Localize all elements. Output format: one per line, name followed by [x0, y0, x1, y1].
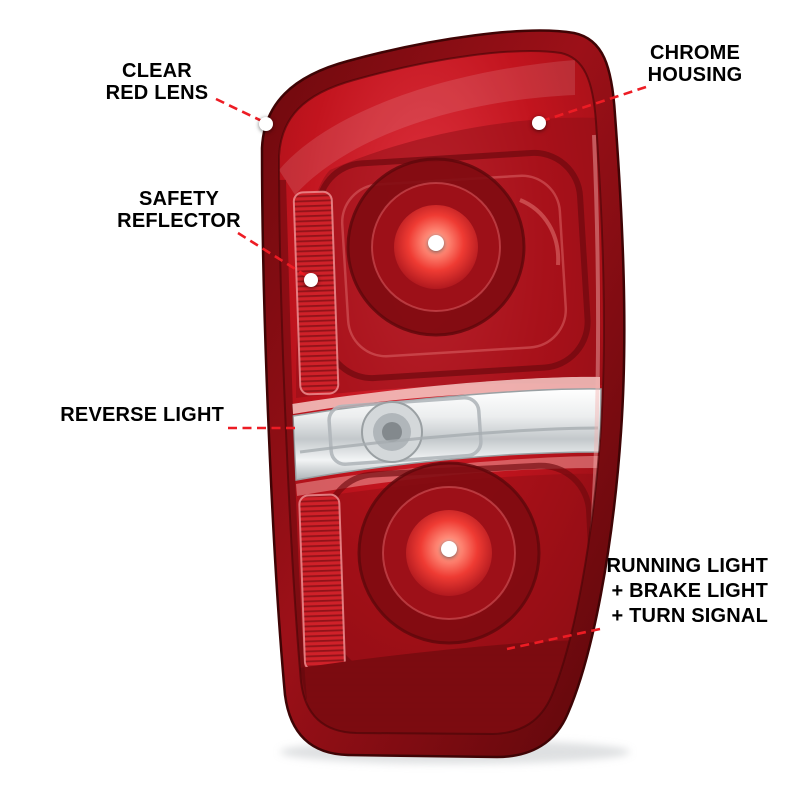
callout-label-line: RUNNING LIGHT	[606, 555, 768, 577]
callout-dots	[259, 116, 546, 557]
leader-chrome-housing	[541, 85, 647, 123]
callout-clear-red-lens: CLEAR RED LENS	[92, 60, 222, 104]
callout-label-line: SAFETY	[138, 188, 220, 210]
callout-label-line: + BRAKE LIGHT	[611, 580, 768, 602]
callout-label-line: REVERSE LIGHT	[60, 404, 224, 426]
dot-safety-reflector	[304, 273, 318, 287]
lens-detail	[279, 60, 602, 734]
callout-label-line: CLEAR	[122, 60, 192, 82]
leader-running-brake-turn	[506, 627, 601, 651]
callout-safety-reflector: SAFETY REFLECTOR	[112, 188, 246, 232]
callout-reverse-light: REVERSE LIGHT	[58, 404, 224, 426]
safety-reflector-strip	[292, 190, 340, 396]
callout-label-line: + TURN SIGNAL	[611, 605, 768, 627]
leader-clear-red-lens	[215, 97, 265, 124]
dot-lower-bulb	[441, 541, 457, 557]
callout-label-line: RED LENS	[105, 82, 209, 104]
lower-reflector-strip	[298, 493, 346, 672]
callout-label-line: HOUSING	[647, 64, 743, 86]
dot-clear-red-lens	[259, 117, 273, 131]
callout-chrome-housing: CHROME HOUSING	[633, 42, 757, 86]
dot-upper-bulb	[428, 235, 444, 251]
leader-lines	[215, 85, 647, 651]
reverse-light-band	[292, 388, 602, 481]
dot-chrome-housing	[532, 116, 546, 130]
callout-label-line: REFLECTOR	[117, 210, 241, 232]
callout-running-brake-turn: RUNNING LIGHT + BRAKE LIGHT + TURN SIGNA…	[592, 554, 768, 629]
callout-label-line: CHROME	[649, 42, 741, 64]
